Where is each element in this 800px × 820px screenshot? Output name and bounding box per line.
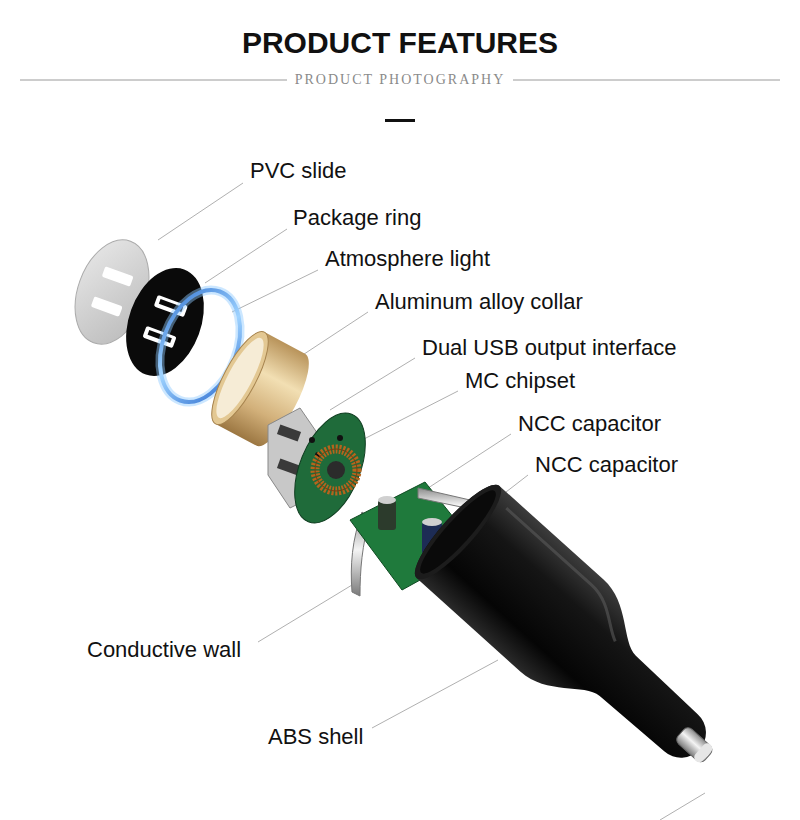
part-label: NCC capacitor [518,411,661,437]
part-label: ABS shell [268,724,363,750]
abs-shell [405,475,750,803]
part-label: MC chipset [465,368,575,394]
header-bar [385,119,415,122]
part-label: NCC capacitor [535,452,678,478]
part-label: Dual USB output interface [422,335,676,361]
page-title: PRODUCT FEATURES [0,25,800,61]
leader-lines [158,183,705,820]
part-label: Package ring [293,205,421,231]
part-label: Conductive wall [87,637,241,663]
package-ring [112,257,218,387]
part-label: PVC slide [250,158,347,184]
part-label: Aluminum alloy collar [375,289,583,315]
part-label: Atmosphere light [325,246,490,272]
section-subtitle: PRODUCT PHOTOGRAPHY [287,71,514,89]
